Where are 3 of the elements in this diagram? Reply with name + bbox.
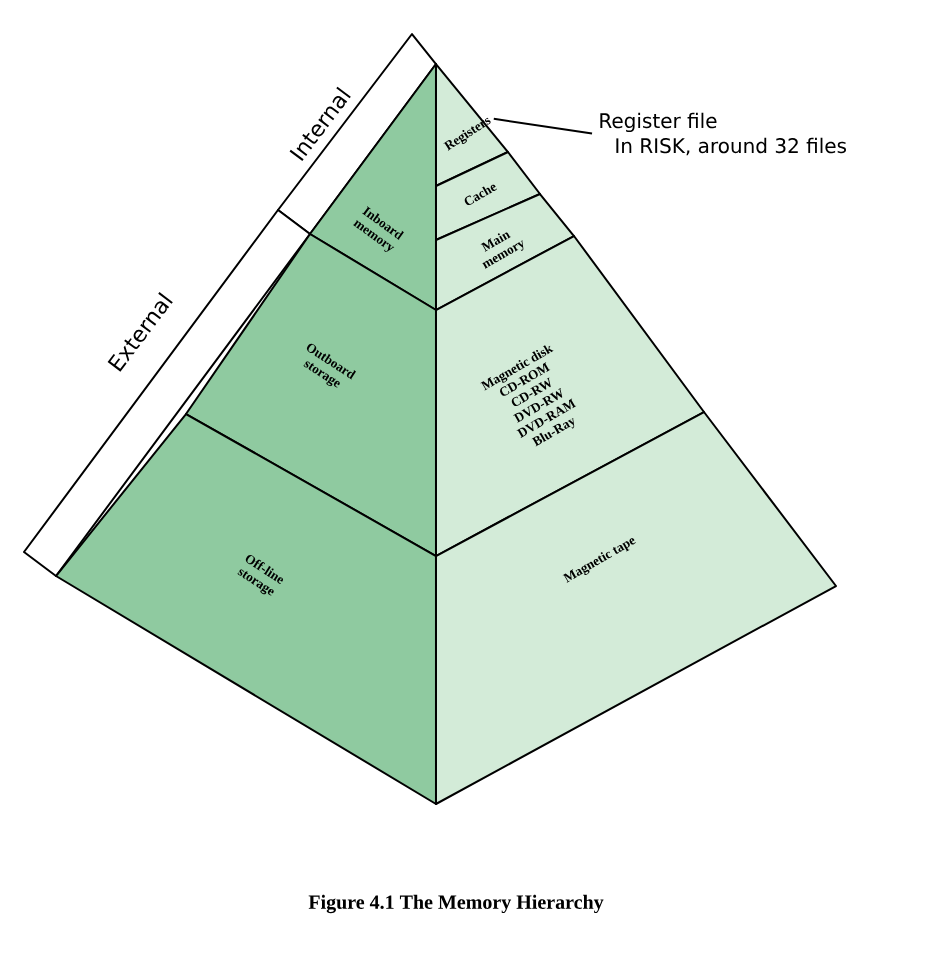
note-text: Register file In RISK, around 32 files [600, 112, 847, 156]
figure-caption: Figure 4.1 The Memory Hierarchy [308, 894, 604, 914]
leader-line [492, 117, 594, 135]
